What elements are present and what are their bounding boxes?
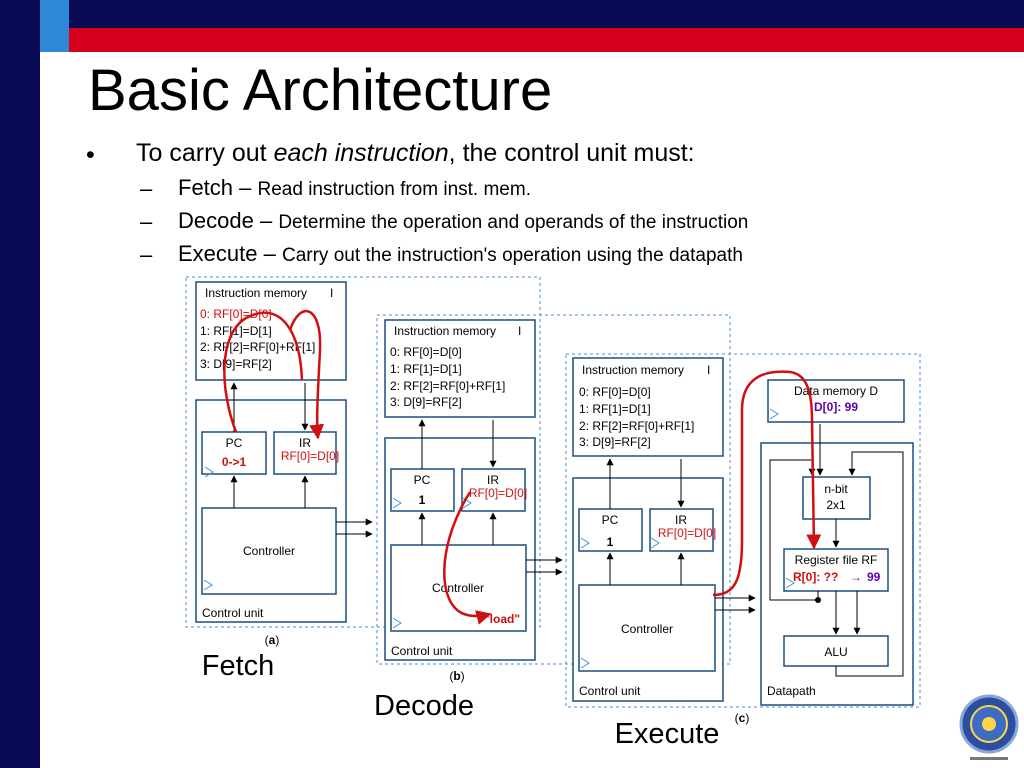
alu: [783, 635, 889, 667]
panel-decode: Instruction memory I 0: RF[0]=D[0] 1: RF…: [374, 314, 731, 722]
program-line-0: 0: RF[0]=D[0]: [390, 345, 462, 359]
mux-label-1: n-bit: [824, 482, 848, 496]
rf-value: R[0]: ??: [793, 570, 838, 584]
ir-value: RF[0]=D[0]: [658, 526, 716, 540]
datapath-label: Datapath: [767, 684, 816, 698]
subitem-decode: Decode – Determine the operation and ope…: [178, 208, 749, 233]
panel-fetch: Instruction memory I 0: RF[0]=D[0] 1: RF…: [185, 276, 541, 682]
slide-title: Basic Architecture: [88, 58, 553, 123]
control-unit-label: Control unit: [202, 606, 264, 620]
program-line-0: 0: RF[0]=D[0]: [200, 307, 272, 321]
caption-b: (b): [449, 669, 464, 683]
pc-value: 0->1: [222, 455, 247, 469]
ir-register: [649, 508, 714, 552]
ir-value: RF[0]=D[0]: [469, 486, 527, 500]
ir-value: RF[0]=D[0]: [281, 449, 339, 463]
pc-label: PC: [414, 473, 431, 487]
imem-label: Instruction memory: [582, 363, 684, 377]
data-memory: [767, 379, 905, 423]
program-line-1: 1: RF[1]=D[1]: [200, 324, 272, 338]
instruction-memory: [384, 319, 536, 418]
program-line-2: 2: RF[2]=RF[0]+RF[1]: [390, 379, 505, 393]
imem-label: Instruction memory: [394, 324, 496, 338]
stage-execute: Execute: [615, 718, 720, 750]
stage-decode: Decode: [374, 690, 474, 722]
subitem-marker: –: [140, 209, 153, 234]
header-stripe: [0, 28, 1024, 52]
control-unit-label: Control unit: [391, 644, 453, 658]
controller-label: Controller: [243, 544, 295, 558]
controller: [390, 544, 527, 632]
state-load: "load": [484, 612, 520, 626]
program-line-3: 3: D[9]=RF[2]: [579, 435, 651, 449]
subitem-execute: Execute – Carry out the instruction's op…: [178, 241, 743, 266]
program-line-0: 0: RF[0]=D[0]: [579, 385, 651, 399]
caption-c: (c): [735, 711, 750, 725]
program-line-1: 1: RF[1]=D[1]: [390, 362, 462, 376]
controller-label: Controller: [432, 581, 484, 595]
controller: [201, 507, 337, 595]
program-line-1: 1: RF[1]=D[1]: [579, 402, 651, 416]
imem-symbol: I: [330, 286, 333, 300]
left-accent: [40, 0, 69, 52]
imem-label: Instruction memory: [205, 286, 307, 300]
subitem-marker: –: [140, 176, 153, 201]
ir-register: [273, 431, 337, 475]
imem-symbol: I: [518, 324, 521, 338]
bullet-text: To carry out each instruction, the contr…: [136, 139, 695, 167]
rf-new-value: 99: [867, 570, 881, 584]
pc-value: 1: [607, 535, 614, 549]
caption-a: (a): [265, 633, 280, 647]
pc-value: 1: [419, 493, 426, 507]
ir-register: [461, 468, 526, 512]
mux-label-2: 2x1: [826, 498, 846, 512]
program-line-3: 3: D[9]=RF[2]: [200, 357, 272, 371]
instruction-memory: [195, 281, 347, 381]
program-line-3: 3: D[9]=RF[2]: [390, 395, 462, 409]
pc-register: [201, 431, 267, 475]
control-unit-label: Control unit: [579, 684, 641, 698]
university-seal-logo: [959, 694, 1019, 760]
imem-symbol: I: [707, 363, 710, 377]
bullet-marker: •: [86, 141, 95, 169]
ir-label: IR: [299, 436, 311, 450]
dmem-label: Data memory D: [794, 384, 878, 398]
pc-label: PC: [602, 513, 619, 527]
panel-execute: Instruction memory I 0: RF[0]=D[0] 1: RF…: [565, 353, 921, 750]
subitem-marker: –: [140, 242, 153, 267]
alu-label: ALU: [824, 645, 847, 659]
pc-label: PC: [226, 436, 243, 450]
ir-label: IR: [675, 513, 687, 527]
left-stripe: [0, 0, 40, 768]
rf-label: Register file RF: [795, 553, 878, 567]
ir-label: IR: [487, 473, 499, 487]
stage-fetch: Fetch: [202, 650, 275, 682]
subitem-fetch: Fetch – Read instruction from inst. mem.: [178, 175, 531, 200]
header-bar: [0, 0, 1024, 28]
controller-label: Controller: [621, 622, 673, 636]
instruction-memory: [572, 357, 724, 457]
dmem-value: D[0]: 99: [814, 400, 858, 414]
controller: [578, 584, 716, 672]
program-line-2: 2: RF[2]=RF[0]+RF[1]: [579, 419, 694, 433]
rf-arrow: →: [850, 570, 862, 584]
